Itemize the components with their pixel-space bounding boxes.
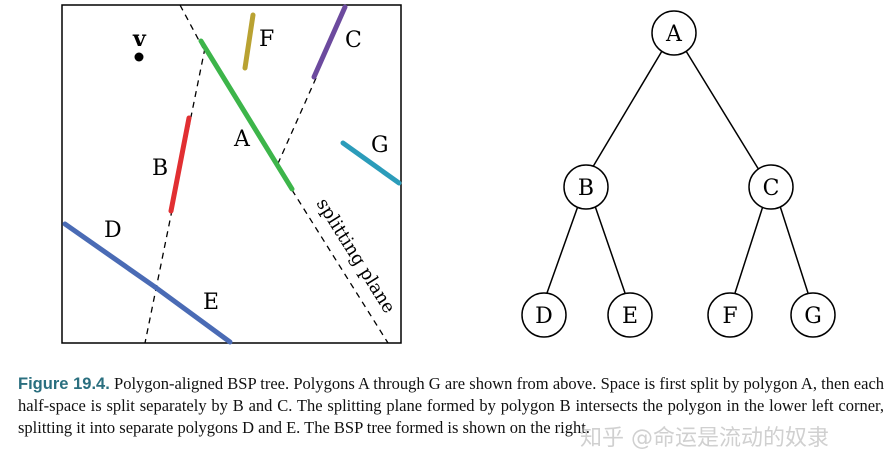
tree-node-c: C <box>748 164 794 210</box>
label-d: D <box>104 218 122 243</box>
caption-label: Figure 19.4. <box>18 375 110 393</box>
label-e: E <box>203 290 219 315</box>
tree-node-e: E <box>607 292 653 338</box>
tree-node-label: F <box>722 304 737 329</box>
tree-node-d: D <box>521 292 567 338</box>
tree-node-label: D <box>535 304 553 329</box>
edge-c-f <box>734 205 764 294</box>
viewpoint-dot <box>134 52 144 62</box>
edge-a-c <box>685 50 760 171</box>
label-g: G <box>371 133 389 158</box>
edge-b-d <box>546 205 579 294</box>
label-a: A <box>233 127 251 152</box>
viewpoint-label: v <box>132 26 147 52</box>
split-plane-a-extension-bottom <box>291 189 389 344</box>
tree-node-label: A <box>665 22 683 47</box>
tree-node-f: F <box>707 292 753 338</box>
label-b: B <box>152 156 168 181</box>
bsp-figure: v A B C D E F G splitting plane A B C D … <box>61 4 836 345</box>
tree-node-g: G <box>790 292 836 338</box>
tree-node-label: C <box>763 176 780 201</box>
split-plane-a-extension-top <box>179 4 204 49</box>
figure-caption: Figure 19.4. Polygon-aligned BSP tree. P… <box>18 373 884 439</box>
tree-edges <box>546 50 809 294</box>
polygon-a <box>198 38 295 192</box>
tree-node-label: G <box>804 304 822 329</box>
edge-b-e <box>594 205 626 294</box>
splitting-plane-label: splitting plane <box>312 195 400 318</box>
polygon-c <box>311 4 348 80</box>
polygon-e <box>152 284 233 345</box>
tree-node-a: A <box>651 10 697 56</box>
polygon-d <box>62 221 158 290</box>
polygon-b <box>168 115 192 214</box>
scene-frame <box>61 4 402 344</box>
tree-node-label: E <box>622 304 638 329</box>
watermark: 知乎 @命运是流动的奴隶 <box>580 426 829 451</box>
tree-node-label: B <box>578 176 594 201</box>
label-f: F <box>259 27 274 52</box>
label-c: C <box>345 28 362 53</box>
edge-c-g <box>779 205 809 294</box>
caption-text: Polygon-aligned BSP tree. Polygons A thr… <box>18 374 885 437</box>
tree-node-b: B <box>563 164 609 210</box>
polygon-g <box>340 140 402 186</box>
split-plane-c <box>275 77 317 169</box>
edge-a-b <box>590 50 663 171</box>
polygon-f <box>242 12 256 71</box>
